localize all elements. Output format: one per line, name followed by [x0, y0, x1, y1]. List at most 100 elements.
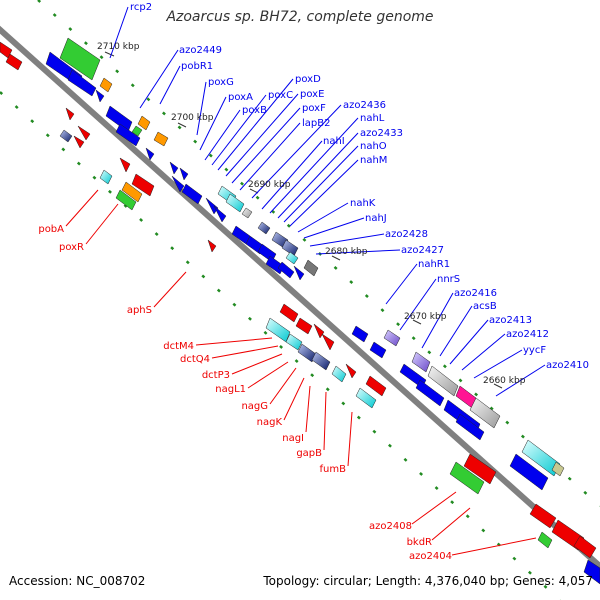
gene-block-green	[449, 461, 485, 495]
tick-label: 2690 kbp	[248, 180, 291, 190]
leader-line	[159, 65, 181, 105]
gene-label: poxR	[59, 242, 84, 253]
gene-block-gray	[427, 365, 459, 397]
gene-block-orange	[137, 115, 151, 131]
gene-arrow-blue	[171, 175, 185, 193]
gene-block-green	[115, 189, 137, 211]
gene-arrow-blue	[583, 559, 600, 585]
leader-line	[196, 81, 207, 136]
gene-block-gray	[469, 397, 501, 429]
gene-arrow-blue	[277, 261, 295, 279]
leader-line	[239, 122, 301, 191]
gene-label: azo2428	[385, 229, 428, 240]
gene-label: azo2413	[489, 315, 532, 326]
gene-arrow-blue	[415, 379, 445, 407]
gene-block-cyan	[331, 365, 347, 383]
gene-block-cyan	[225, 193, 245, 213]
gene-label: poxF	[302, 103, 326, 114]
gene-label: poxE	[300, 89, 324, 100]
gene-arrow-blue	[509, 453, 549, 491]
gene-block-orange	[99, 77, 113, 93]
tick-track-inner	[0, 91, 561, 600]
gene-label: nnrS	[437, 274, 460, 285]
gene-arrow-red	[345, 363, 357, 379]
accession-text: Accession: NC_008702	[9, 574, 146, 588]
gene-arrow-blue	[179, 167, 189, 181]
gene-arrow-red	[313, 323, 325, 339]
gene-label: nahO	[360, 141, 387, 152]
gene-arrow-blue	[67, 69, 97, 97]
kbp-tick-labels: 2710 kbp 2700 kbp 2690 kbp 2680 kbp 2670…	[97, 42, 526, 386]
leader-line	[251, 104, 342, 199]
leader-line	[451, 537, 537, 556]
gene-arrow-blue	[213, 205, 227, 223]
gene-label: nagK	[257, 417, 283, 428]
leader-line	[231, 107, 301, 184]
gene-arrow-blue	[95, 89, 105, 103]
leader-line	[139, 49, 179, 109]
gene-arrow-red	[131, 173, 155, 197]
gene-label: azo2408	[369, 521, 412, 532]
gene-arrow-blue	[115, 123, 141, 147]
leader-line	[225, 93, 299, 177]
gene-label: azo2427	[401, 245, 444, 256]
leader-line	[153, 271, 187, 308]
genome-backbone	[0, 25, 600, 571]
tick-label: 2660 kbp	[483, 376, 526, 386]
gene-block-cyan	[285, 251, 299, 265]
tick-track-outer	[37, 0, 600, 507]
leader-line	[277, 132, 359, 219]
gene-label: dctP3	[202, 370, 230, 381]
gene-arrow-red	[365, 375, 387, 397]
leader-line	[385, 263, 418, 305]
gene-block-cyan	[285, 333, 303, 351]
leader-line	[297, 202, 349, 233]
gene-label: poxC	[268, 90, 293, 101]
gene-label: fumB	[320, 464, 347, 475]
gene-arrow-red	[207, 239, 217, 253]
gene-arrow-red	[279, 303, 299, 323]
gene-block-cyan	[355, 387, 377, 409]
gene-arrow-blue	[169, 161, 179, 175]
leader-line	[303, 217, 365, 239]
gene-label: aphS	[127, 305, 152, 316]
gene-block-navy	[311, 351, 331, 371]
forward-strand-genes	[45, 37, 600, 585]
gene-label: azo2410	[546, 360, 589, 371]
gene-block-orange	[121, 181, 143, 203]
leader-line	[323, 391, 327, 451]
gene-label: nahR1	[418, 259, 450, 270]
gene-label: nahJ	[365, 213, 387, 224]
gene-label: azo2404	[409, 551, 452, 562]
gene-arrow-red	[119, 157, 131, 173]
leader-line	[473, 349, 523, 379]
gene-arrow-blue	[351, 325, 369, 343]
gene-label: gapB	[296, 448, 322, 459]
gene-label: nagG	[241, 401, 268, 412]
gene-arrow-blue	[181, 183, 203, 205]
leader-line	[261, 140, 323, 210]
gene-label: poxB	[242, 105, 267, 116]
gene-label: nahK	[350, 198, 376, 209]
tick-mark	[177, 122, 187, 128]
gene-block-purple	[383, 329, 401, 347]
gene-block-cyan	[99, 169, 113, 185]
tick-mark	[412, 319, 422, 325]
gene-label: azo2436	[343, 100, 386, 111]
gene-block-orange	[153, 131, 169, 147]
kbp-ticks	[104, 51, 503, 389]
gene-arrow-red	[529, 503, 557, 529]
leader-line	[85, 203, 119, 245]
gene-arrow-blue	[369, 341, 387, 359]
leader-line	[347, 411, 353, 467]
gene-arrow-red	[77, 125, 91, 141]
leader-line	[431, 507, 471, 541]
gene-arrow-red	[5, 53, 23, 71]
tick-mark	[493, 383, 503, 389]
gene-block-navy	[297, 343, 317, 363]
leader-line	[269, 117, 359, 214]
leader-line	[204, 109, 241, 161]
leader-line	[199, 96, 227, 151]
gene-block-olive	[551, 461, 565, 477]
